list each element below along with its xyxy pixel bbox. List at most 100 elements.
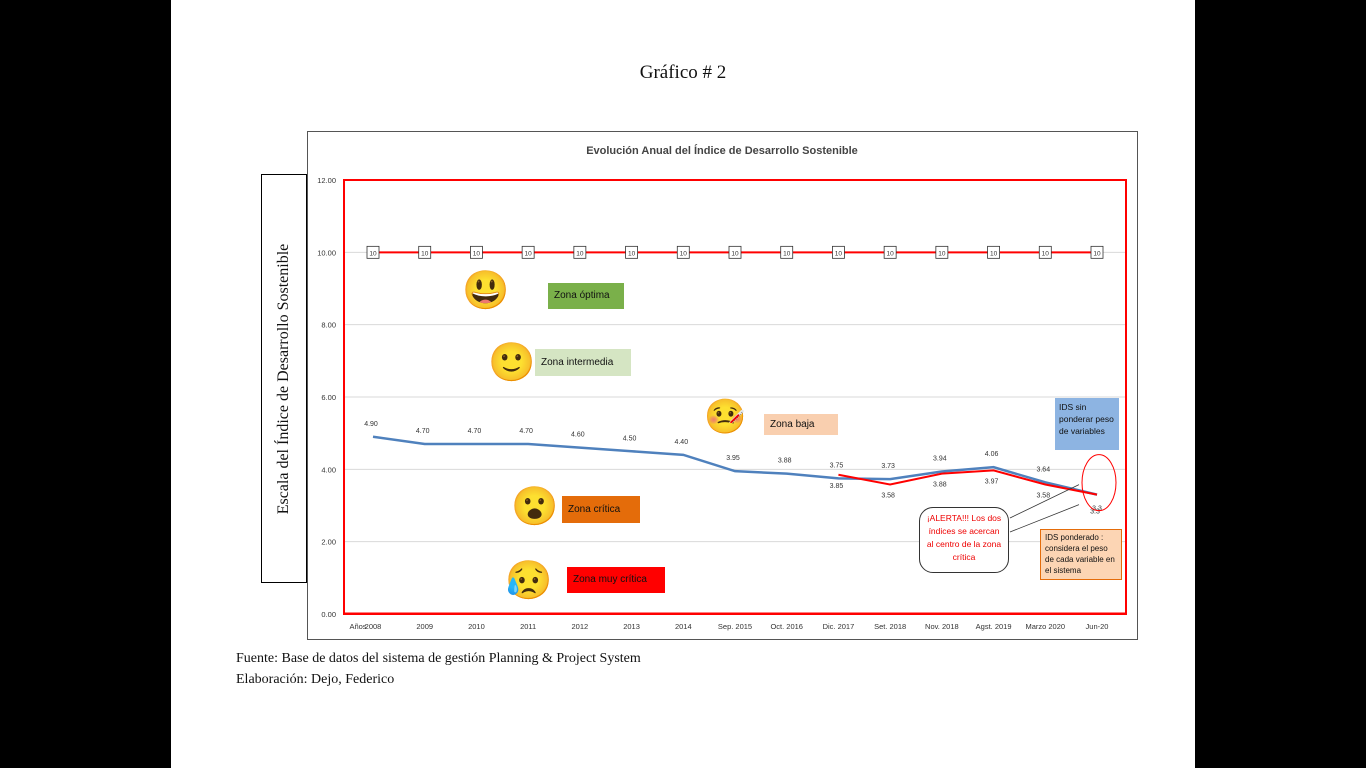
slide: Gráfico # 2 Escala del Índice de Desarro… <box>171 0 1195 768</box>
page-title: Gráfico # 2 <box>639 62 727 83</box>
x-tick-label: 2011 <box>520 622 536 631</box>
data-label-weighted: 3.88 <box>933 482 947 489</box>
sad-face-icon: 😥 <box>505 560 553 602</box>
data-point-maximum <box>625 245 638 259</box>
data-label-maximum: 10 <box>783 250 791 257</box>
smile-big-icon: 😃 <box>462 270 510 312</box>
series-line-weighted <box>838 469 1098 496</box>
x-tick-label: 2014 <box>675 622 692 631</box>
data-label-unweighted: 3.73 <box>881 463 895 470</box>
y-tick-label: 8.00 <box>321 321 336 330</box>
chart-container: Evolución Anual del Índice de Desarrollo… <box>307 131 1138 640</box>
y-tick-label: 2.00 <box>321 538 336 547</box>
x-tick-label: Jun-20 <box>1086 622 1109 631</box>
x-tick-label: 2009 <box>416 622 433 631</box>
data-label-unweighted: 4.50 <box>623 435 637 442</box>
zone-label-critica: Zona crítica <box>562 496 640 523</box>
x-tick-label: Agst. 2019 <box>976 622 1012 631</box>
data-label-maximum: 10 <box>525 250 533 257</box>
data-label-maximum: 10 <box>938 250 946 257</box>
data-point-maximum <box>780 245 794 259</box>
x-axis-prefix: Años <box>349 622 366 631</box>
footer-source: Fuente: Base de datos del sistema de ges… <box>236 651 641 666</box>
data-point-maximum <box>366 245 380 259</box>
data-label-maximum: 10 <box>421 250 429 257</box>
y-tick-label: 0.00 <box>321 610 336 619</box>
data-label-unweighted: 4.70 <box>468 428 482 435</box>
data-label-unweighted: 3.94 <box>933 456 947 463</box>
alert-circle <box>1081 454 1117 512</box>
data-point-maximum <box>935 245 949 259</box>
zone-label-intermedia: Zona intermedia <box>535 349 631 376</box>
alert-pointer-line <box>1009 504 1080 533</box>
data-point-maximum <box>573 245 587 259</box>
data-point-maximum <box>728 245 742 259</box>
data-point-maximum <box>470 245 483 259</box>
data-point-maximum <box>1090 245 1104 259</box>
data-label-maximum: 10 <box>680 250 688 257</box>
data-label-unweighted: 3.75 <box>830 462 844 469</box>
data-point-maximum <box>521 245 535 259</box>
chart-title: Evolución Anual del Índice de Desarrollo… <box>586 144 858 157</box>
y-axis-label: Escala del Índice de Desarrollo Sostenib… <box>275 243 292 514</box>
data-label-unweighted: 3.95 <box>726 455 740 462</box>
data-label-maximum: 10 <box>990 250 998 257</box>
y-tick-label: 4.00 <box>321 465 336 474</box>
data-label-maximum: 10 <box>1042 250 1050 257</box>
footer-author: Elaboración: Dejo, Federico <box>236 672 395 687</box>
zone-label-baja: Zona baja <box>764 414 838 435</box>
data-label-unweighted: 4.70 <box>519 428 533 435</box>
zone-label-muy-critica: Zona muy crítica <box>567 567 665 593</box>
data-label-weighted: 3.58 <box>1036 493 1050 500</box>
x-tick-label: 2008 <box>365 622 382 631</box>
data-label-maximum: 10 <box>576 250 584 257</box>
x-tick-label: 2013 <box>623 622 640 631</box>
sick-face-icon: 🤒 <box>704 398 747 436</box>
x-tick-label: 2010 <box>468 622 485 631</box>
data-label-maximum: 10 <box>835 250 843 257</box>
data-label-weighted: 3.97 <box>985 478 999 485</box>
data-label-unweighted: 4.06 <box>985 451 999 458</box>
data-point-maximum <box>676 245 690 259</box>
data-label-unweighted: 3.3 <box>1092 506 1102 513</box>
data-label-unweighted: 3.88 <box>778 458 792 465</box>
data-label-maximum: 10 <box>628 250 636 257</box>
alert-pointer-line <box>1009 484 1080 519</box>
data-label-weighted: 3.85 <box>830 483 844 490</box>
zone-label-optima: Zona óptima <box>548 283 624 309</box>
data-label-unweighted: 4.90 <box>364 421 378 428</box>
series-line-unweighted <box>372 435 1098 496</box>
x-tick-label: Oct. 2016 <box>770 622 803 631</box>
data-label-unweighted: 4.70 <box>416 428 430 435</box>
data-point-maximum <box>1038 245 1052 259</box>
x-tick-label: Sep. 2015 <box>718 622 752 631</box>
data-label-maximum: 10 <box>473 250 481 257</box>
note-ids-unweighted: IDS sin ponderar peso de variables <box>1055 398 1119 450</box>
data-label-weighted: 3.58 <box>881 493 895 500</box>
chart-svg: Evolución Anual del Índice de Desarrollo… <box>317 144 1127 631</box>
data-point-maximum <box>987 245 1000 259</box>
data-label-maximum: 10 <box>887 250 895 257</box>
plot-area-border <box>343 179 1127 615</box>
y-tick-label: 6.00 <box>321 393 336 402</box>
x-tick-label: Dic. 2017 <box>823 622 855 631</box>
data-label-unweighted: 4.60 <box>571 432 585 439</box>
x-tick-label: Nov. 2018 <box>925 622 959 631</box>
note-alert: ¡ALERTA!!! Los dos índices se acercan al… <box>919 507 1009 573</box>
data-label-weighted: 3.3 <box>1090 509 1100 516</box>
x-tick-label: Marzo 2020 <box>1025 622 1065 631</box>
y-axis-label-box: Escala del Índice de Desarrollo Sostenib… <box>261 174 307 583</box>
data-label-maximum: 10 <box>1093 250 1101 257</box>
surprised-face-icon: 😮 <box>511 486 559 528</box>
x-tick-label: Set. 2018 <box>874 622 906 631</box>
note-ids-weighted: IDS ponderado : considera el peso de cad… <box>1040 529 1122 580</box>
data-point-maximum <box>883 245 897 259</box>
data-label-unweighted: 4.40 <box>674 439 688 446</box>
data-point-maximum <box>418 245 432 259</box>
smile-icon: 🙂 <box>488 342 536 384</box>
data-label-maximum: 10 <box>369 250 377 257</box>
data-label-maximum: 10 <box>731 250 739 257</box>
data-point-maximum <box>832 245 845 259</box>
data-label-unweighted: 3.64 <box>1036 466 1050 473</box>
y-tick-label: 12.00 <box>317 176 336 185</box>
